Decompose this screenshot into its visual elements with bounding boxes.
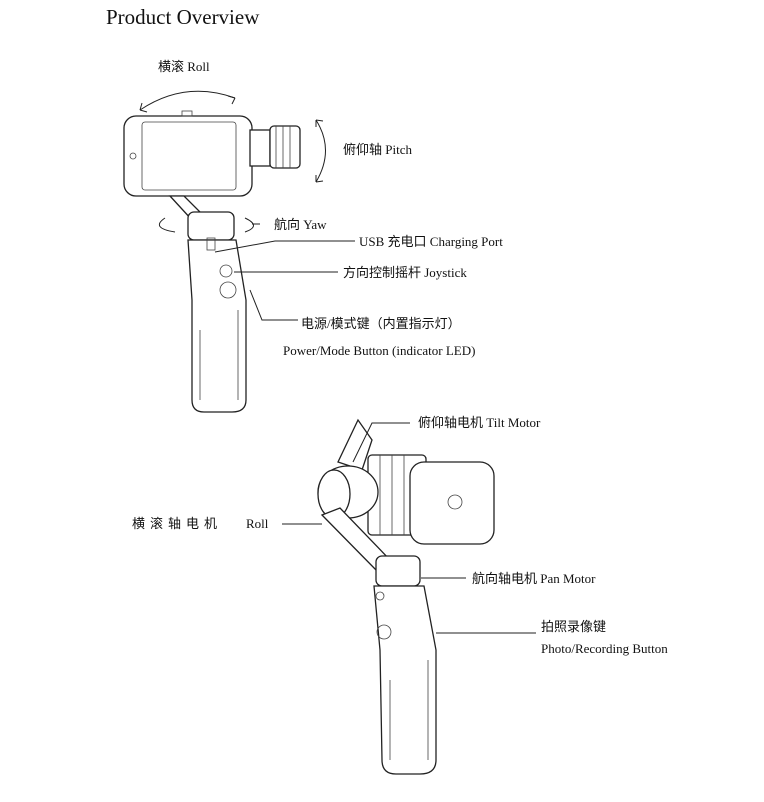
usb-port-label: USB 充电口 Charging Port	[359, 234, 503, 249]
top-phone	[123, 115, 253, 197]
tilt-motor-leader	[352, 422, 410, 463]
top-pan-motor	[187, 211, 235, 241]
yaw-label: 航向 Yaw	[274, 217, 327, 232]
tilt-motor-label: 俯仰轴电机 Tilt Motor	[418, 415, 541, 430]
power-leader	[249, 289, 298, 321]
roll-motor-label-cn: 横滚轴电机	[132, 516, 223, 531]
joystick-label: 方向控制摇杆 Joystick	[343, 265, 467, 280]
roll-motor-label-en: Roll	[246, 516, 269, 531]
top-handle	[187, 239, 247, 413]
roll-label: 横滚 Roll	[158, 59, 210, 74]
power-button-label-cn: 电源/模式键（内置指示灯）	[301, 316, 461, 331]
bottom-pan-motor	[375, 555, 421, 587]
roll-arrow	[139, 90, 236, 111]
usb-leader	[214, 240, 355, 253]
pitch-arrow	[315, 119, 326, 183]
bottom-handle	[373, 585, 437, 775]
pan-motor-label: 航向轴电机 Pan Motor	[472, 571, 596, 586]
top-gimbal-drawing	[123, 90, 355, 413]
power-button-label-en: Power/Mode Button (indicator LED)	[283, 343, 476, 358]
photo-button-icon	[376, 624, 392, 640]
power-button-icon	[219, 281, 237, 299]
pitch-label: 俯仰轴 Pitch	[343, 142, 412, 157]
yaw-arrow	[158, 217, 176, 233]
page-title: Product Overview	[106, 5, 260, 29]
joystick-icon	[219, 264, 233, 278]
photo-button-label-en: Photo/Recording Button	[541, 641, 668, 656]
bottom-phone	[409, 461, 495, 545]
bottom-gimbal-drawing	[282, 418, 536, 775]
photo-button-label-cn: 拍照录像键	[541, 619, 607, 634]
